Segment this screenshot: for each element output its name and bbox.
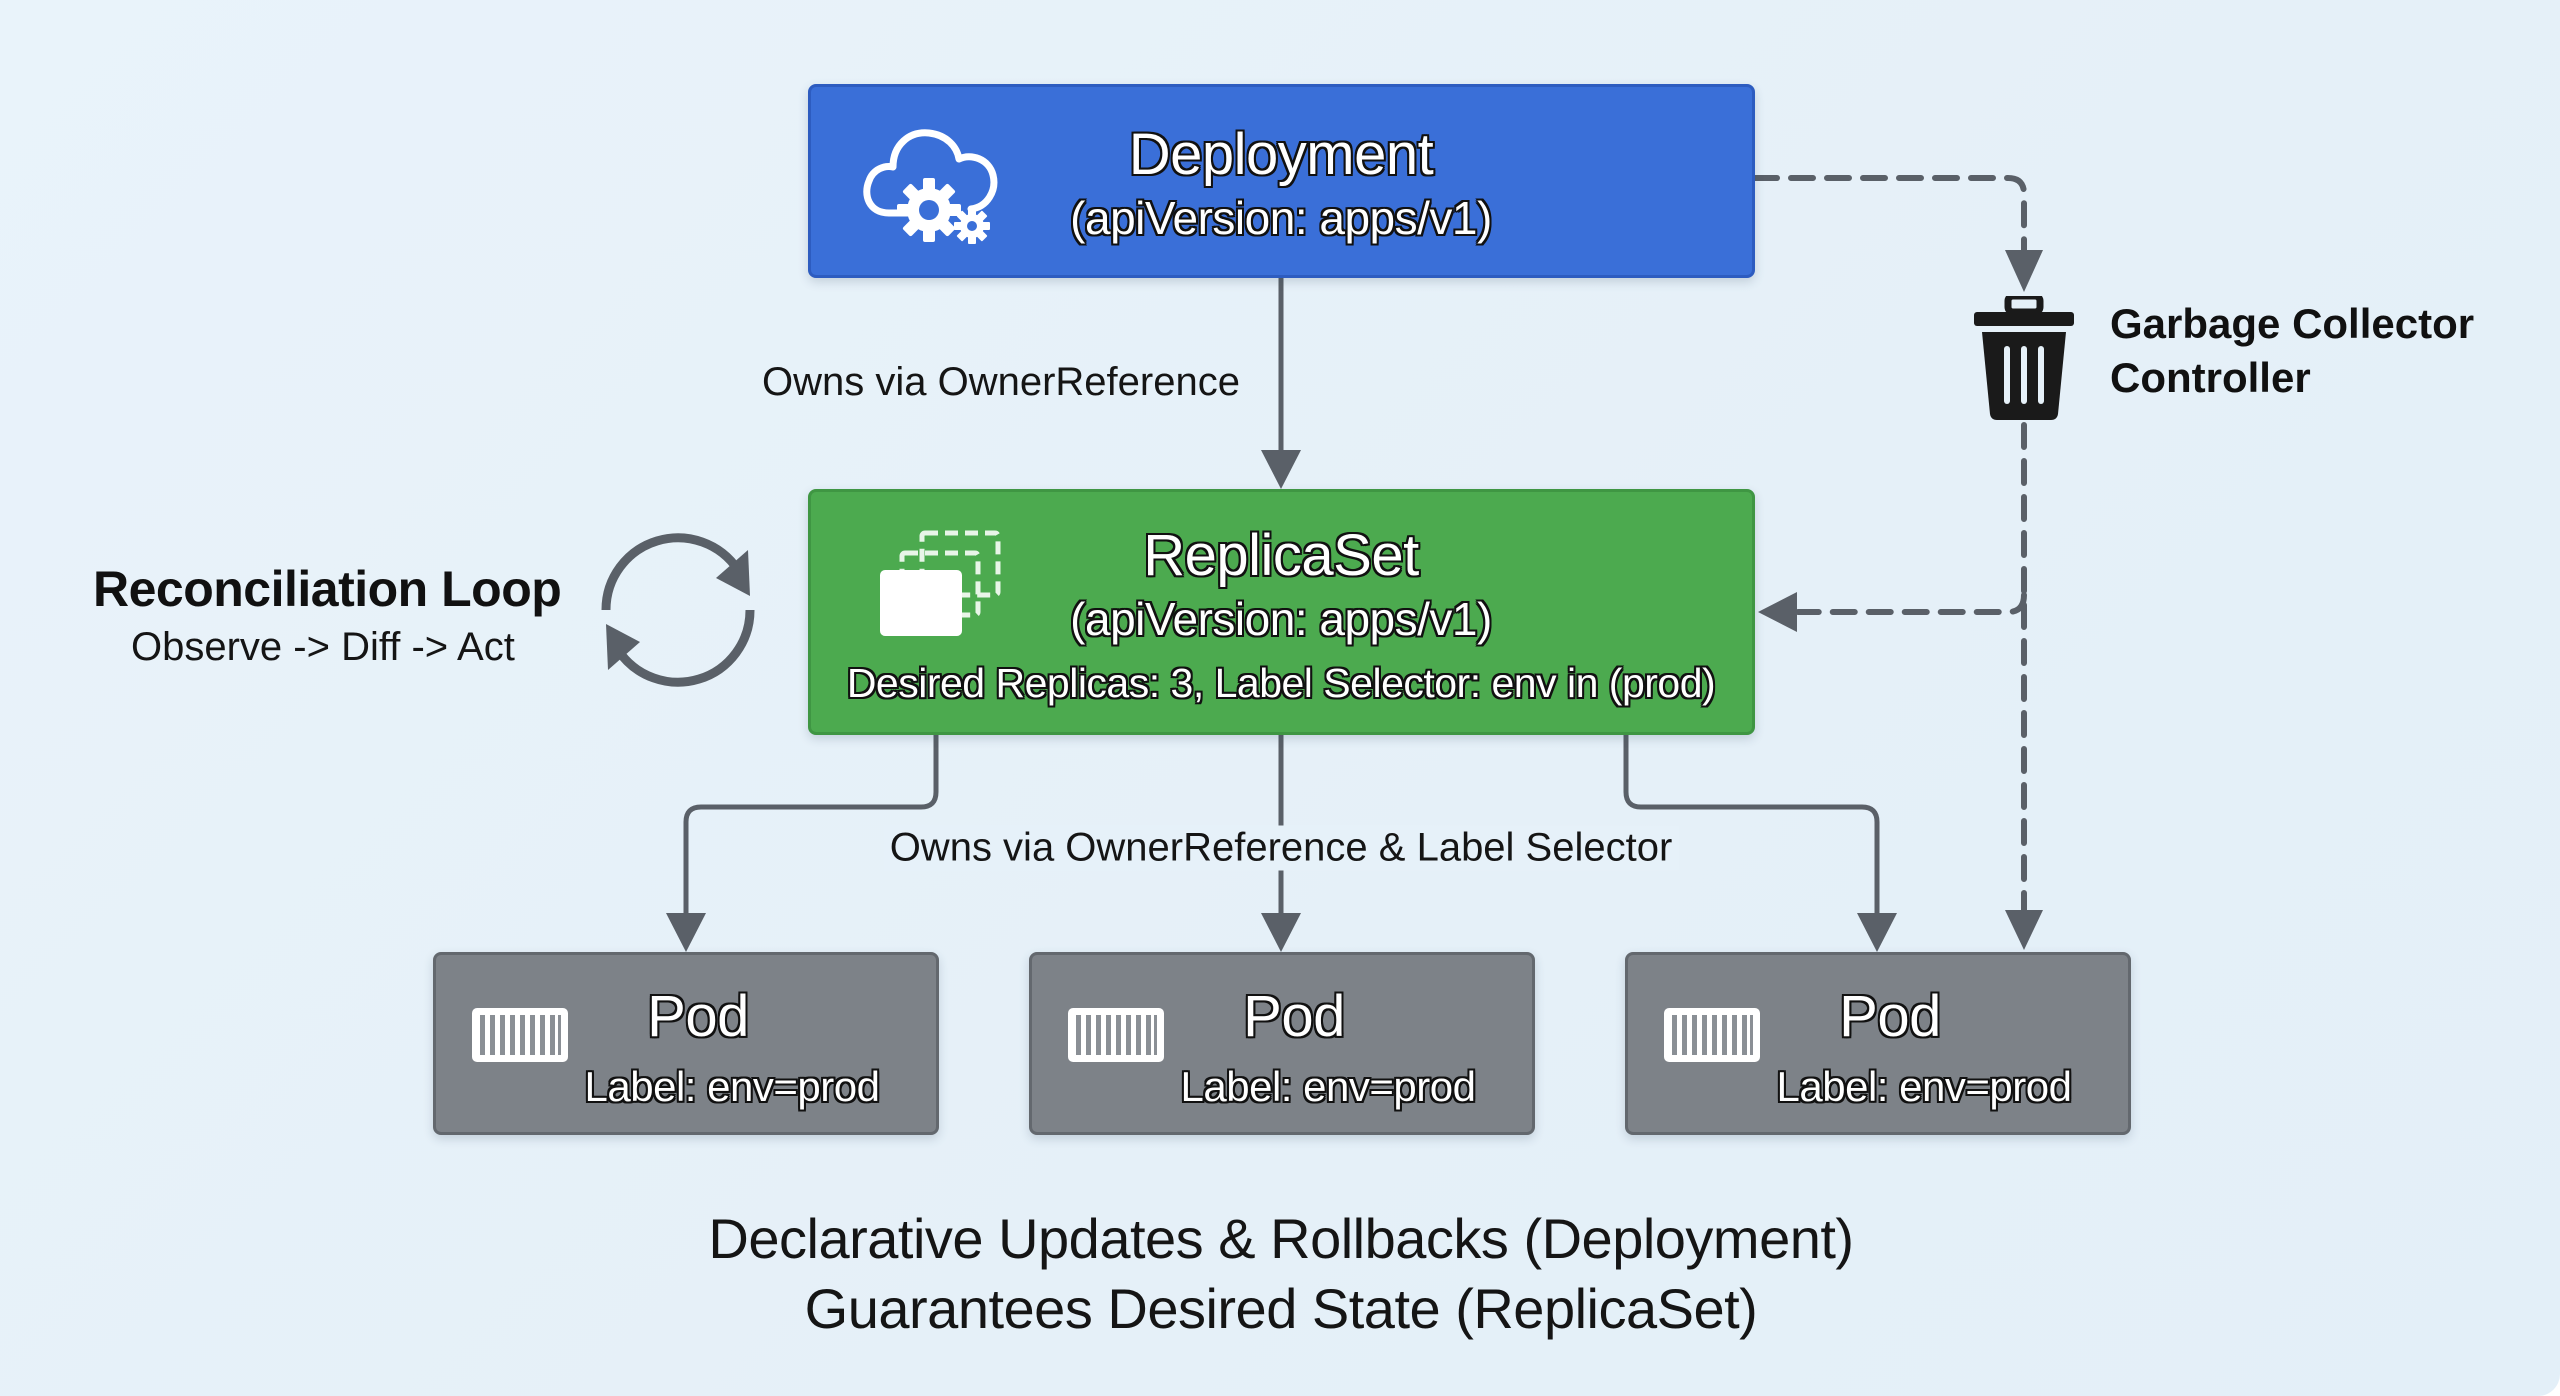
- replicaset-node[interactable]: ReplicaSet (apiVersion: apps/v1) Desired…: [808, 489, 1755, 735]
- stacked-replicas-icon: [880, 530, 1001, 636]
- pod-title: Pod: [647, 984, 749, 1049]
- pod-label: Label: env=prod: [1180, 1063, 1476, 1110]
- pod-title: Pod: [1243, 984, 1345, 1049]
- deployment-title: Deployment: [1128, 122, 1434, 187]
- edge-gc-replicaset: [1795, 592, 2027, 615]
- gc-label-line1: Garbage Collector: [2110, 300, 2475, 347]
- edge-replicaset-pod-1: [683, 735, 939, 915]
- deployment-node[interactable]: Deployment (apiVersion: apps/v1): [808, 84, 1755, 278]
- pod-label: Label: env=prod: [584, 1063, 880, 1110]
- reconciliation-title: Reconciliation Loop: [93, 561, 562, 617]
- pod-label: Label: env=prod: [1776, 1063, 2072, 1110]
- edge-deployment-gc: [1752, 175, 2027, 253]
- arrowhead-gc: [2005, 250, 2043, 292]
- replicaset-title: ReplicaSet: [1143, 523, 1419, 588]
- edge-label-replicaset-pods: Owns via OwnerReference & Label Selector: [883, 825, 1679, 871]
- cycle-arrows-icon: [601, 533, 755, 687]
- replicaset-api-version: (apiVersion: apps/v1): [1070, 593, 1492, 645]
- arrowhead-gc-pod-3: [2005, 910, 2043, 950]
- deployment-api-version: (apiVersion: apps/v1): [1070, 192, 1492, 244]
- replicaset-spec: Desired Replicas: 3, Label Selector: env…: [846, 660, 1716, 706]
- footer-line1: Declarative Updates & Rollbacks (Deploym…: [708, 1207, 1854, 1270]
- container-icon: [1664, 1008, 1760, 1062]
- container-icon: [472, 1008, 568, 1062]
- pod-title: Pod: [1839, 984, 1941, 1049]
- trash-icon: [1974, 296, 2074, 420]
- footer-line2: Guarantees Desired State (ReplicaSet): [804, 1277, 1758, 1340]
- arrowhead-replicaset: [1261, 450, 1301, 489]
- pod-node[interactable]: Pod Label: env=prod: [1029, 952, 1535, 1135]
- cloud-gears-icon: [863, 129, 998, 244]
- pod-node[interactable]: Pod Label: env=prod: [1625, 952, 2131, 1135]
- container-icon: [1068, 1008, 1164, 1062]
- gc-label-line2: Controller: [2110, 354, 2311, 401]
- arrowhead-pod-2: [1261, 913, 1301, 952]
- edge-label-deployment-replicaset: Owns via OwnerReference: [762, 360, 1240, 404]
- arrowhead-pod-3: [1857, 913, 1897, 952]
- edge-replicaset-pod-3: [1623, 735, 1880, 915]
- reconciliation-subtitle: Observe -> Diff -> Act: [131, 625, 515, 669]
- arrowhead-pod-1: [666, 913, 706, 952]
- pod-node[interactable]: Pod Label: env=prod: [433, 952, 939, 1135]
- arrowhead-gc-replicaset: [1758, 592, 1797, 632]
